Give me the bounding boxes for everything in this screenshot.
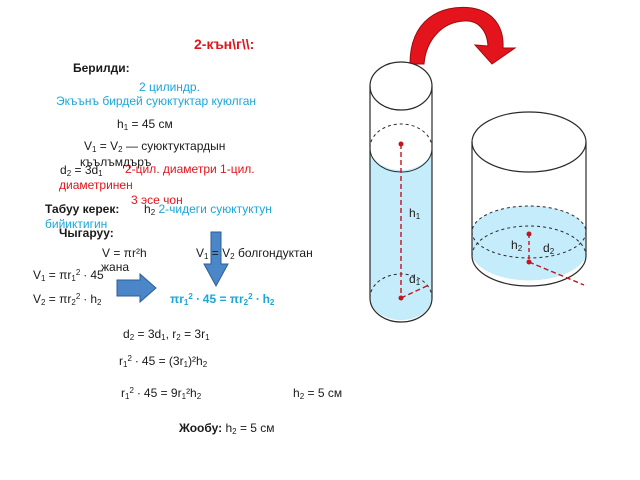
cylinder-2: [471, 111, 587, 287]
answer: Жообу: h2 = 5 см: [179, 421, 275, 436]
cylinder-1: [369, 61, 433, 323]
page-title: 2-кън\г\\:: [194, 36, 255, 52]
right-arrow: [116, 272, 157, 304]
given-h1: h1 = 45 см: [117, 117, 173, 132]
given-volume-line2: къълъмдъръ: [80, 155, 152, 169]
curved-arrow: [409, 6, 517, 65]
given-line1: 2 цилиндр.: [139, 80, 200, 94]
v1-formula: V1 = πr12 ∙ 45: [33, 268, 104, 283]
formula-volume: V = πr²h: [102, 246, 147, 260]
find-h2-line2: бийиктигин: [45, 217, 108, 231]
step-3: r12 ∙ 45 = 9r1²h2: [121, 386, 202, 401]
find-h2: h2 2-чидеги суюктуктун: [144, 202, 272, 217]
step-2: r12 ∙ 45 = (3r1)²h2: [119, 354, 208, 369]
step-3-result: h2 = 5 см: [293, 386, 343, 401]
given-d2-note2: диаметринен: [59, 178, 133, 192]
given-volume-equal: V1 = V2 — суюктуктардын: [84, 139, 226, 154]
main-equation: πr12 ∙ 45 = πr22 ∙ h2: [170, 292, 275, 307]
formula-note2: жана: [101, 260, 130, 274]
given-label: Берилди:: [73, 61, 130, 75]
find-label: Табуу керек:: [45, 202, 120, 216]
given-line2: Экъънъ бирдей суюктуктар куюлган: [56, 94, 257, 108]
solution-label: Чыгаруу:: [59, 226, 114, 240]
given-d2: d2 = 3d1: [60, 163, 103, 178]
figure-h1-label: h1: [409, 206, 421, 221]
given-d2-note: 2-цил. диаметри 1-цил.: [125, 162, 255, 176]
formula-note: V1 = V2 болгондуктан: [196, 246, 313, 261]
answer-label: Жообу:: [179, 421, 223, 435]
figure-h2-label: h2: [511, 238, 523, 253]
down-arrow: [203, 231, 229, 288]
given-d2-note3: 3 эсе чон: [131, 193, 183, 207]
v2-formula: V2 = πr22 ∙ h2: [33, 292, 102, 307]
figure-d1-label: d1: [409, 272, 421, 287]
step-1: d2 = 3d1, r2 = 3r1: [123, 327, 210, 342]
figure-d2-label: d2: [543, 241, 555, 256]
